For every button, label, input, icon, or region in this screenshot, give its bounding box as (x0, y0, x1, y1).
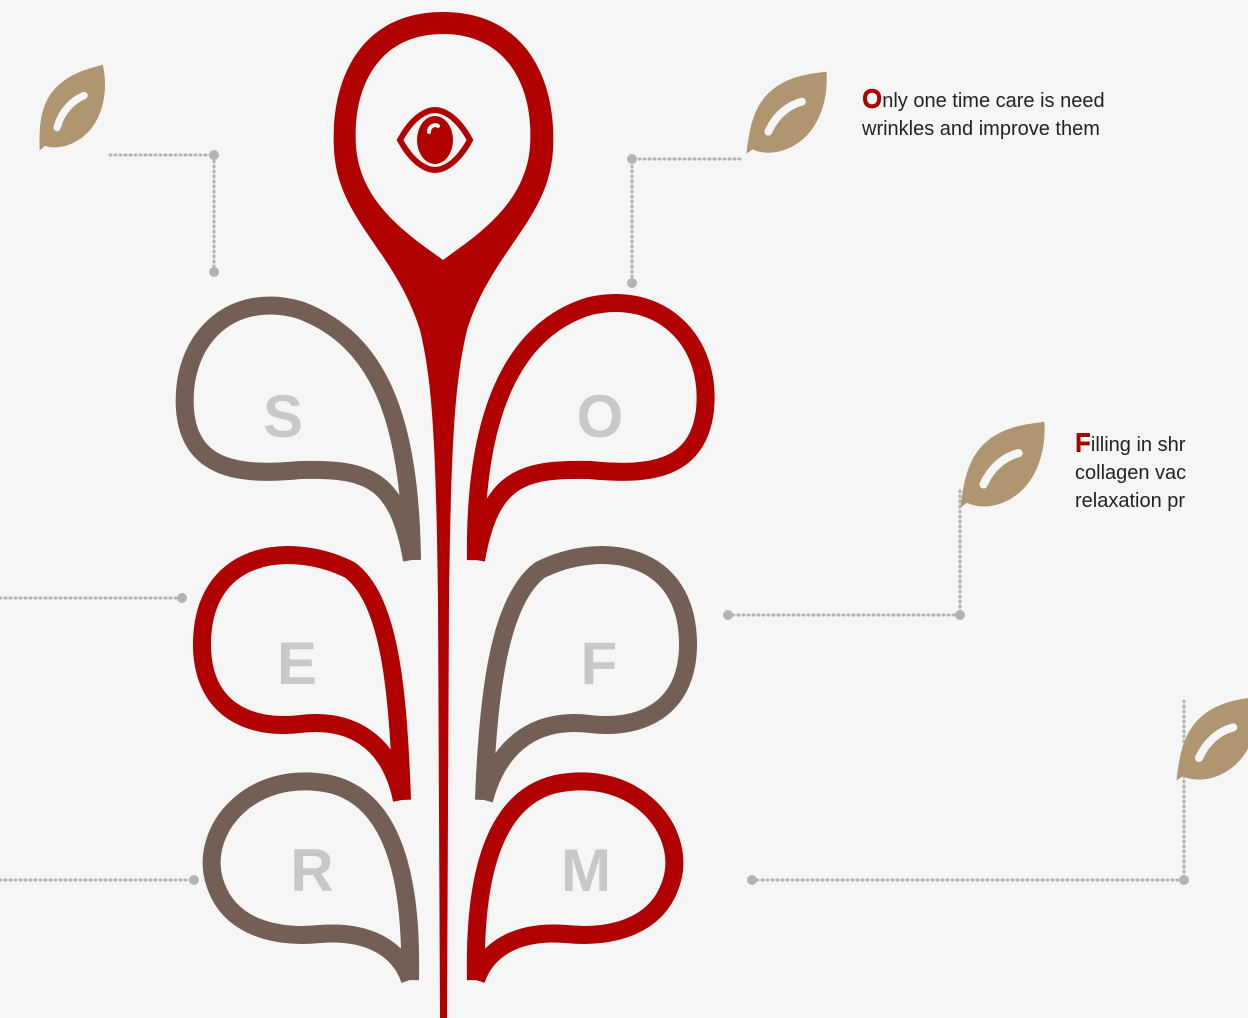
caption-o-rest: nly one time care is need (882, 90, 1105, 112)
leaf-icon (961, 422, 1045, 508)
caption-f-initial: F (1075, 427, 1091, 457)
petal-s (175, 296, 421, 562)
eye-icon (396, 106, 474, 174)
connector-top-right (630, 157, 742, 284)
caption-f-line1: Filling in shr (1075, 428, 1186, 459)
caption-f-rest: illing in shr (1090, 434, 1186, 456)
caption-f: Filling in shr collagen vac relaxation p… (1075, 428, 1186, 515)
caption-o-line2: wrinkles and improve them (862, 118, 1100, 140)
petal-e (192, 546, 411, 802)
leaf-icon (29, 65, 114, 151)
petal-o (466, 294, 715, 562)
petal-letter-e: E (277, 630, 317, 697)
petal-letter-f: F (581, 630, 618, 697)
brown-petals (175, 296, 698, 984)
caption-f-line3: relaxation pr (1075, 490, 1186, 512)
petal-letter-r: R (290, 837, 333, 904)
caption-o-line1: Only one time care is need (862, 84, 1105, 115)
connector-mid-right (726, 486, 962, 617)
petal-f (475, 546, 698, 803)
leaf-icon (746, 72, 826, 154)
petal-letter-s: S (263, 383, 303, 450)
petal-letter-o: O (577, 383, 624, 450)
caption-o: Only one time care is need wrinkles and … (862, 84, 1105, 143)
connector-dots (177, 150, 1189, 885)
petal-r (202, 772, 420, 984)
red-petals (192, 294, 715, 984)
stem-pin (333, 12, 554, 1018)
connector-low-right (750, 698, 1186, 882)
leaf-icon (1177, 697, 1248, 781)
petal-m (466, 772, 684, 984)
connector-top-left (108, 153, 216, 272)
connectors (0, 153, 1186, 882)
caption-o-initial: O (862, 83, 883, 113)
petal-letter-m: M (561, 837, 611, 904)
caption-f-line2: collagen vac (1075, 462, 1187, 484)
